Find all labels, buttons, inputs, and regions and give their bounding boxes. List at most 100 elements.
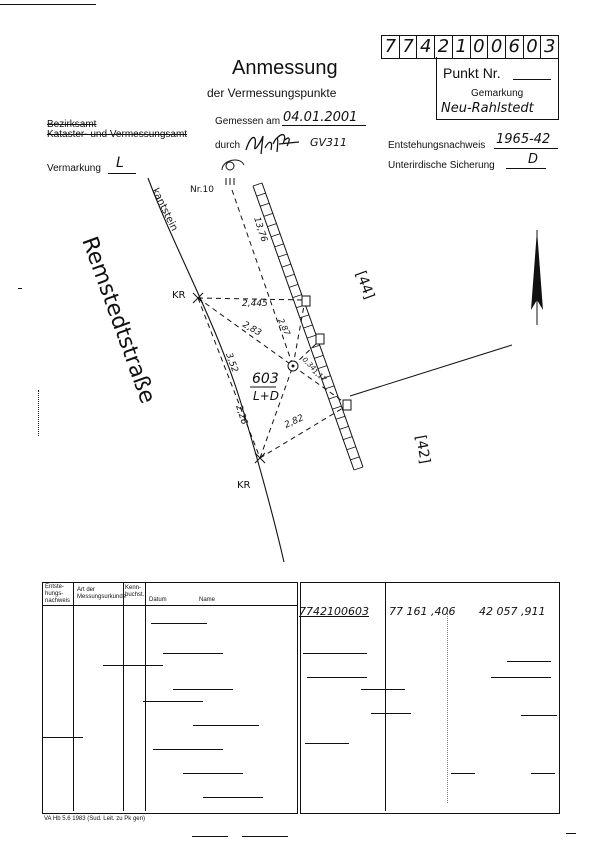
page-title: Anmessung (232, 57, 338, 79)
row-stroke (203, 797, 263, 798)
sicherung-line (506, 168, 546, 169)
pn-digit: 4 (417, 36, 436, 58)
point-603-symbol (287, 360, 299, 372)
sicherung-label: Unterirdische Sicherung (388, 160, 495, 171)
point-marking: L+D (253, 389, 279, 403)
entstehung-value: 1965-42 (496, 132, 551, 147)
row-stroke (151, 623, 207, 624)
row-stroke (305, 743, 349, 744)
margin-mark (18, 288, 22, 289)
col-header: Name (199, 597, 216, 603)
pn-digit: 7 (400, 36, 418, 58)
margin-mark (38, 390, 39, 436)
footer-line (242, 836, 288, 837)
row-stroke (303, 653, 367, 654)
parcel-44-label: [44] (352, 269, 377, 301)
col-header: Kenn-buchst. (125, 585, 145, 598)
building-wall (252, 182, 364, 471)
row-stroke (153, 749, 223, 750)
coord-y-cell: 42 057 ,911 (479, 605, 546, 618)
col-divider (145, 583, 146, 811)
wall-marker (301, 295, 311, 307)
kr-label-bottom: KR (237, 480, 251, 491)
row-stroke (361, 689, 405, 690)
gemessen-line (282, 125, 366, 126)
gemarkung-label: Gemarkung (471, 88, 524, 99)
entstehung-label: Entstehungsnachweis (388, 140, 486, 151)
durch-value: GV311 (310, 136, 348, 149)
north-arrow-icon (531, 230, 543, 325)
row-stroke (491, 677, 551, 678)
footer-line (566, 833, 576, 834)
sicherung-value: D (528, 152, 539, 167)
row-stroke (507, 661, 551, 662)
distance-label: 1,17 (311, 367, 329, 383)
curb-line (147, 177, 285, 563)
pn-digit: 6 (506, 36, 524, 58)
col-header: Datum (149, 597, 167, 603)
vermarkung-label: Vermarkung (47, 163, 101, 174)
distance-label: 2,445 (242, 299, 268, 309)
distance-label: 3,52 (223, 352, 239, 375)
coordinates-table: 7742100603 77 161 ,406 42 057 ,911 (299, 582, 560, 814)
row-stroke (173, 689, 233, 690)
pn-digit: 2 (435, 36, 453, 58)
wall-marker (342, 399, 352, 411)
gemarkung-value: Neu-Rahlstedt (441, 101, 534, 116)
col-divider (73, 583, 74, 811)
parcel-42-label: [42] (412, 434, 433, 465)
row-stroke (451, 773, 475, 774)
footer-line (192, 836, 228, 837)
pn-digit: 0 (524, 36, 542, 58)
bezirksamt-label: Bezirksamt (47, 119, 97, 130)
pn-digit: 7 (382, 36, 400, 58)
vermarkung-line (108, 173, 136, 174)
top-rule (0, 4, 96, 5)
point-label: 603 (252, 371, 279, 387)
row-stroke (193, 725, 259, 726)
punkt-nr-label: Punkt Nr. (443, 65, 501, 81)
pn-digit: 0 (471, 36, 489, 58)
col-divider (123, 583, 124, 811)
gemessen-label: Gemessen am (215, 116, 281, 127)
coord-x-cell: 77 161 ,406 (389, 605, 456, 618)
gemessen-value: 04.01.2001 (283, 110, 358, 125)
col-divider (385, 583, 386, 811)
distance-label: 2,26 (233, 404, 249, 426)
punkt-nr-box: Punkt Nr. Gemarkung Neu-Rahlstedt (436, 57, 559, 120)
records-table: Entste-hungs-nachweis Art der Messungsur… (42, 582, 298, 814)
row-stroke (163, 653, 223, 654)
kr-label-top: KR (172, 290, 186, 301)
kataster-label: Kataster- und Vermessungsamt (47, 129, 188, 140)
point-number-box: 7 7 4 2 1 0 0 6 0 3 (381, 35, 559, 59)
punkt-nr-line (513, 79, 551, 80)
vermarkung-value: L (116, 155, 124, 171)
wall-marker (315, 333, 325, 345)
page-subtitle: der Vermessungspunkte (207, 86, 337, 100)
measurement-lines (197, 189, 349, 459)
row-stroke (103, 665, 163, 666)
row-stroke (521, 715, 557, 716)
distance-label: 2,87 (276, 317, 292, 338)
row-stroke (143, 701, 203, 702)
dotted-divider (447, 613, 448, 803)
pn-digit: 0 (488, 36, 506, 58)
row-stroke (183, 773, 243, 774)
pn-digit: 3 (543, 36, 556, 57)
row-stroke (371, 713, 411, 714)
point-id-cell: 7742100603 (299, 605, 369, 618)
street-name: Remstedtstraße (76, 234, 160, 407)
kr-marker-bottom (254, 452, 266, 464)
distance-label: 2,82 (283, 413, 306, 431)
row-stroke (307, 677, 367, 678)
table-header-row: Entste-hungs-nachweis Art der Messungsur… (43, 583, 297, 606)
row-stroke (43, 737, 83, 738)
col-header: Art der Messungsurkunde (77, 587, 127, 600)
parcel-boundary (349, 344, 513, 397)
row-stroke (531, 773, 555, 774)
point-nr10-symbol (221, 159, 245, 185)
durch-label: durch (215, 140, 241, 151)
signature (245, 133, 300, 155)
point-nr10-label: Nr.10 (190, 185, 214, 195)
survey-sketch: Remstedtstraße kantstein Nr.10 KR KR 603… (76, 159, 543, 563)
